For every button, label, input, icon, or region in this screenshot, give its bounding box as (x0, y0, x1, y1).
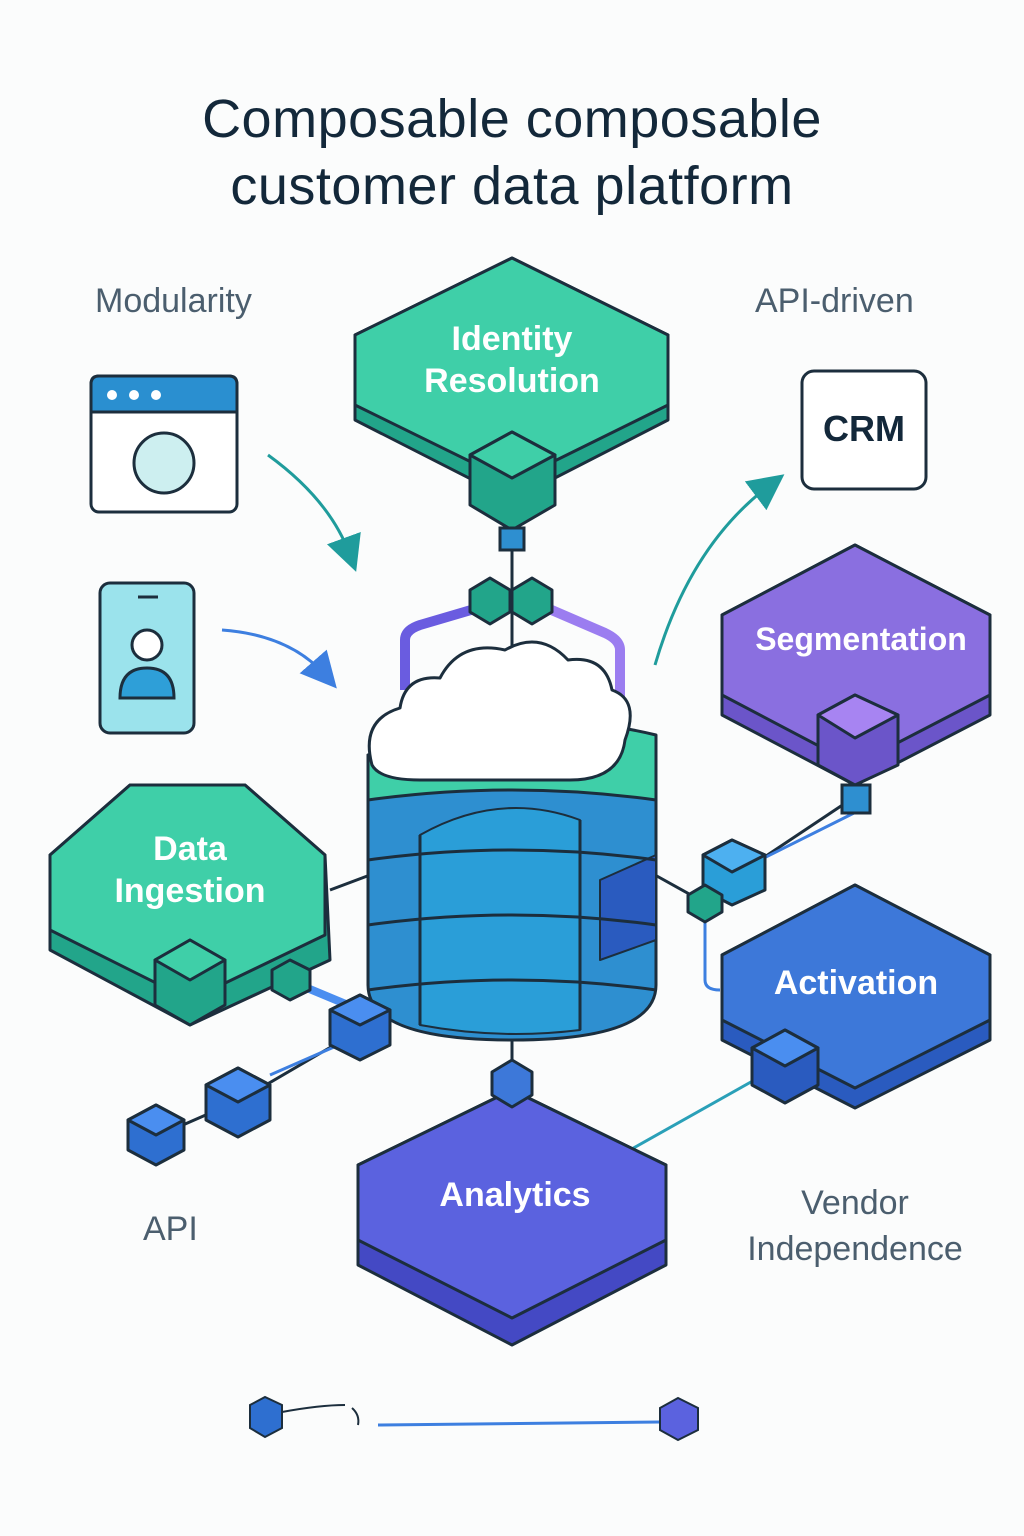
activation-label: Activation (773, 964, 939, 1002)
label-api: API (143, 1210, 198, 1248)
cube-right-junction (701, 838, 767, 907)
cube-segmentation (816, 693, 900, 787)
identity-resolution-label: Identity Resolution (380, 318, 644, 402)
browser-window-icon (89, 374, 239, 514)
cube-ingestion (153, 938, 227, 1027)
label-api-driven: API-driven (755, 282, 914, 320)
phone-user-icon (98, 581, 196, 735)
arrow-center-to-crm (653, 474, 785, 666)
cube-center-right (510, 576, 554, 626)
cube-ingestion-link (270, 958, 312, 1002)
arrow-window-to-center (267, 453, 361, 572)
label-vendor-independence: Vendor Independence (720, 1180, 990, 1272)
data-ingestion-label: Data Ingestion (70, 828, 310, 912)
crm-box (800, 369, 928, 491)
cube-analytics (490, 1058, 534, 1109)
cloud-icon (367, 640, 632, 782)
segmentation-label: Segmentation (755, 621, 967, 657)
connector-block-segmentation (840, 783, 872, 815)
analytics-node[interactable] (356, 1088, 668, 1347)
label-vendor-line-2: Independence (747, 1230, 963, 1268)
page-title-line-1: Composable composable (202, 89, 822, 149)
cube-identity (468, 430, 557, 532)
bracket-left (400, 600, 490, 690)
cube-api-3 (126, 1103, 186, 1167)
cube-activation (750, 1028, 820, 1105)
label-vendor-line-1: Vendor (801, 1184, 909, 1222)
label-modularity: Modularity (95, 282, 252, 320)
segmentation-node[interactable] (720, 543, 992, 787)
connector-block-identity (498, 526, 526, 552)
data-ingestion-node[interactable] (48, 783, 332, 1027)
bottom-connector (249, 1395, 699, 1442)
cube-api-1 (328, 993, 392, 1062)
page-title-line-2: customer data platform (230, 156, 794, 216)
ingestion-label-line-1: Data (153, 830, 227, 868)
ingestion-label-line-2: Ingestion (114, 872, 266, 910)
analytics-label: Analytics (439, 1176, 591, 1214)
cube-center-left (468, 576, 512, 626)
crm-label: CRM (823, 408, 905, 449)
identity-resolution-node[interactable] (353, 256, 670, 502)
bracket-right (538, 600, 625, 705)
arrow-phone-to-center (221, 628, 337, 689)
cube-right-small (686, 883, 724, 924)
identity-label-line-2: Resolution (424, 362, 600, 400)
identity-label-line-1: Identity (451, 320, 573, 358)
cube-api-2 (204, 1066, 272, 1139)
